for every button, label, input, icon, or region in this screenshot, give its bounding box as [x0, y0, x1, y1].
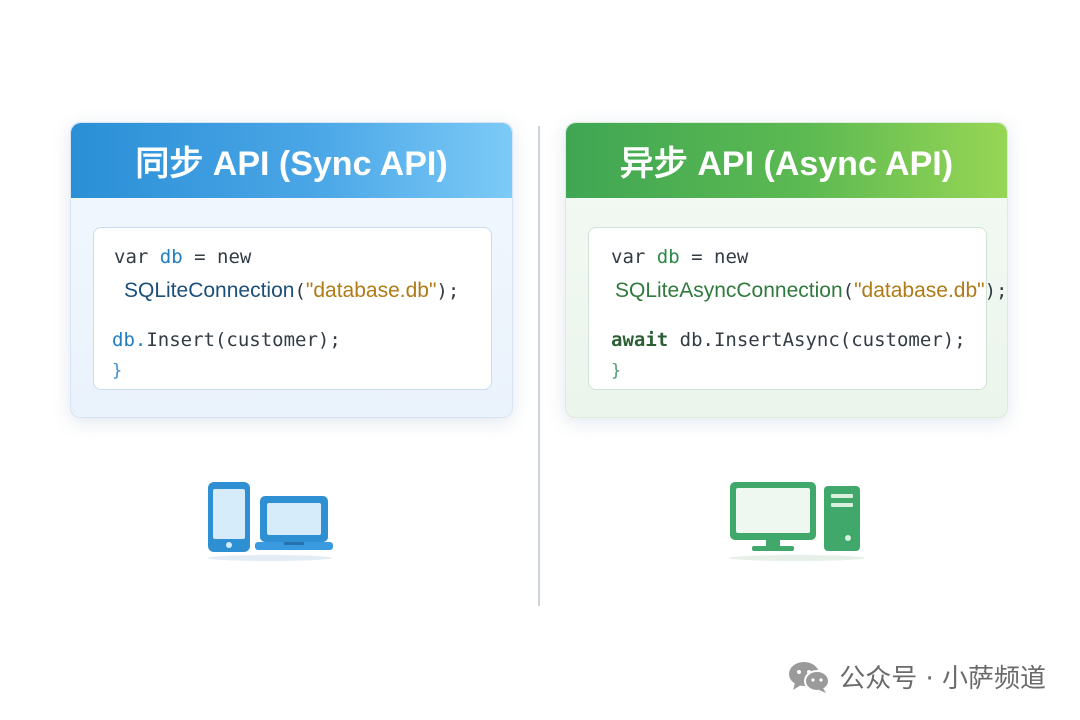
async-code-line-2: SQLiteAsyncConnection("database.db"); — [615, 279, 1008, 303]
phone-icon — [208, 482, 250, 552]
sync-api-panel: 同步 API (Sync API) var db = new SQLiteCon… — [70, 122, 513, 418]
code-string: "database.db" — [305, 279, 437, 302]
watermark: 公众号 · 小萨频道 — [787, 658, 1046, 695]
code-object: db. — [112, 329, 147, 351]
code-paren: ( — [294, 280, 306, 302]
async-api-panel: 异步 API (Async API) var db = new SQLiteAs… — [565, 122, 1008, 418]
laptop-icon — [255, 496, 333, 550]
sync-code-line-2: SQLiteConnection("database.db"); — [124, 279, 459, 303]
watermark-text: 公众号 · 小萨频道 — [839, 664, 1046, 694]
sync-devices-illustration — [208, 482, 333, 561]
sync-api-title: 同步 API (Sync API) — [135, 145, 448, 183]
sync-code-line-3: db.Insert(customer); — [112, 329, 341, 351]
sync-code-line-1: var db = new — [114, 246, 251, 268]
code-keyword: var — [611, 246, 646, 268]
code-keyword: var — [114, 246, 149, 268]
sync-code-line-4: } — [112, 359, 122, 381]
code-brace: } — [611, 361, 622, 381]
code-paren: ( — [842, 280, 855, 302]
async-code-line-4: } — [611, 359, 621, 381]
code-await-keyword: await — [611, 329, 669, 351]
code-operator: = — [194, 246, 206, 268]
sync-api-header: 同步 API (Sync API) — [71, 123, 512, 198]
code-method-call: Insert(customer); — [146, 329, 341, 351]
center-divider — [538, 126, 540, 606]
code-paren: ); — [984, 280, 1008, 302]
pc-tower-icon — [824, 486, 860, 551]
async-code-block: var db = new SQLiteAsyncConnection("data… — [588, 227, 1008, 390]
async-api-title: 异步 API (Async API) — [619, 145, 954, 183]
code-brace: } — [112, 361, 123, 381]
async-code-line-1: var db = new — [611, 246, 748, 268]
code-class-name: SQLiteConnection — [124, 279, 295, 302]
code-paren: ); — [436, 280, 460, 302]
code-variable: db — [159, 246, 183, 268]
desktop-monitor-icon — [730, 482, 816, 551]
code-keyword: new — [217, 246, 252, 268]
code-method-call: db.InsertAsync(customer); — [679, 329, 966, 351]
code-string: "database.db" — [854, 279, 985, 302]
sync-code-block: var db = new SQLiteConnection("database.… — [93, 227, 492, 390]
async-code-line-3: await db.InsertAsync(customer); — [611, 329, 966, 351]
code-operator: = — [691, 246, 703, 268]
code-variable: db — [656, 246, 680, 268]
async-devices-illustration — [729, 482, 865, 561]
wechat-icon — [789, 661, 831, 693]
code-class-name: SQLiteAsyncConnection — [615, 279, 843, 302]
code-keyword: new — [714, 246, 749, 268]
async-api-header: 异步 API (Async API) — [566, 123, 1007, 198]
